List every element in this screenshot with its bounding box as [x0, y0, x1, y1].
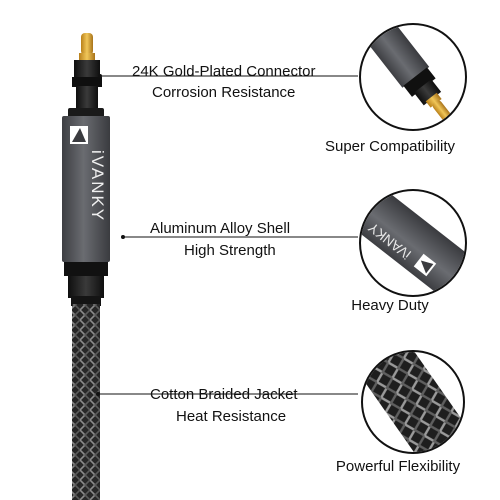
feature-1-line2: Corrosion Resistance [152, 84, 296, 101]
shell-logo-text: iVANKY [88, 150, 107, 222]
gold-tip [79, 33, 95, 61]
feature-1-caption: Super Compatibility [324, 138, 456, 155]
gold-connector-closeup-icon [359, 23, 467, 131]
feature-3-line1: Cotton Braided Jacket [150, 386, 298, 403]
aluminum-shell [62, 116, 110, 262]
feature-2-caption: Heavy Duty [351, 297, 429, 314]
strain-relief [64, 262, 108, 306]
feature-2-line2: High Strength [184, 242, 276, 259]
feature-3-line2: Heat Resistance [176, 408, 287, 425]
feature-1-line1: 24K Gold-Plated Connector [132, 63, 316, 80]
leader-lines [98, 75, 358, 395]
leader-dots [96, 74, 125, 396]
aluminum-shell-closeup-icon: iVANKY [359, 189, 467, 297]
feature-2-line1: Aluminum Alloy Shell [150, 220, 291, 237]
braided-cable [72, 304, 100, 500]
plug-collar [68, 60, 104, 118]
feature-3-caption: Powerful Flexibility [335, 458, 461, 475]
